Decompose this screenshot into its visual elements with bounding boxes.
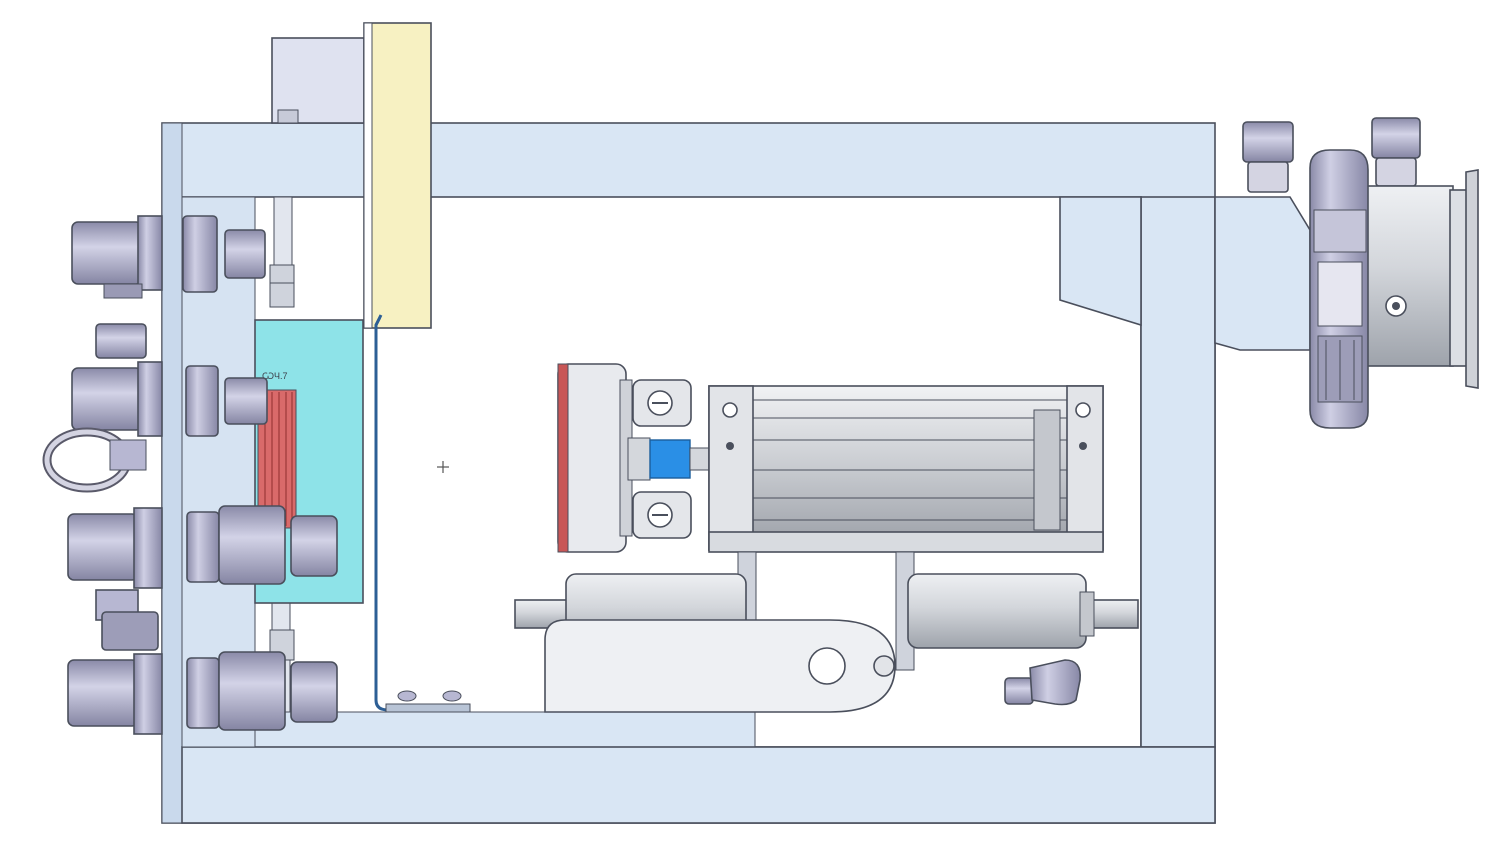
lifting-eye (42, 427, 147, 493)
heater-plate-mark: ѠЧ.7 (262, 371, 288, 381)
drive-rod (627, 437, 711, 481)
actuator-body (708, 385, 1104, 553)
outlet-adapter (1214, 196, 1311, 351)
frame-bottom-rail (181, 746, 1216, 824)
fitting-small-1 (95, 323, 147, 359)
pneumatic-cylinder (514, 573, 1139, 713)
top-sensor-block (271, 37, 365, 124)
fitting-row-1 (71, 215, 266, 299)
outlet-fitting-right (1371, 117, 1421, 187)
origin-marker (437, 461, 449, 473)
elbow-fitting (95, 589, 159, 651)
lower-elbow-fitting (1004, 659, 1082, 706)
coupling-nuts (632, 379, 692, 539)
outlet-fitting-left (1242, 121, 1294, 193)
right-adapter (1059, 117, 1479, 429)
insulation-pad (363, 22, 432, 329)
clamp-ring (1309, 149, 1369, 429)
cylinder-body-right (907, 573, 1087, 649)
frame-right-post (1140, 196, 1216, 748)
pivot-arm (544, 619, 896, 713)
wedge-block (1059, 196, 1142, 327)
yellow-pad (363, 22, 432, 329)
left-fittings (42, 215, 338, 735)
vacuum-valve (1364, 169, 1479, 389)
cable-clamp (385, 690, 471, 713)
motor-flange (557, 363, 633, 553)
actuator-assembly (557, 363, 1104, 671)
fitting-row-2 (71, 361, 268, 437)
fitting-row-4 (67, 651, 338, 735)
frame-left-post (161, 122, 183, 824)
sensor-foot (277, 109, 299, 124)
fitting-row-3 (67, 505, 338, 589)
